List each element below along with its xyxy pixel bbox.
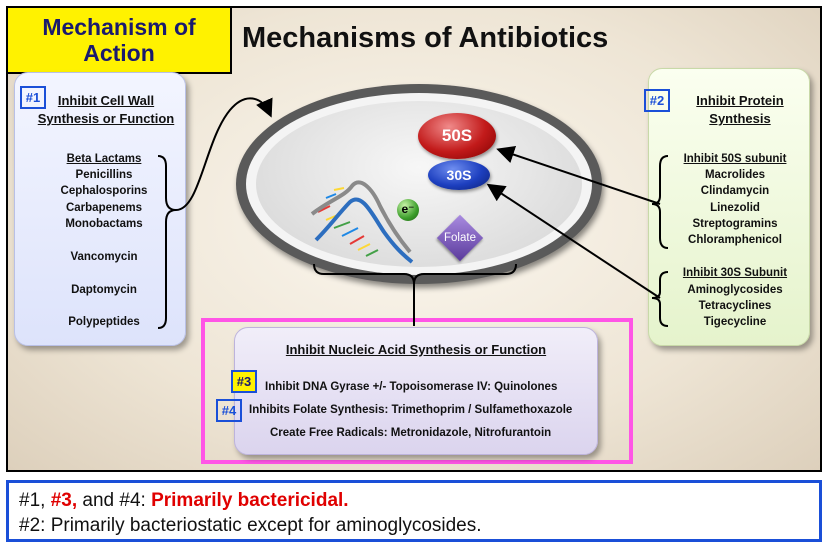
footer-number-3: #3, <box>50 490 78 511</box>
footer-line-1: #1, #3, and #4: Primarily bactericidal. <box>19 488 809 513</box>
nucleic-acid-panel <box>234 327 598 455</box>
beta-lactams-heading: Beta Lactams <box>66 153 142 165</box>
drug-penicillins: Penicillins <box>75 169 133 181</box>
drug-tetracyclines: Tetracyclines <box>698 300 772 312</box>
drug-polypeptides: Polypeptides <box>68 316 140 328</box>
drug-vancomycin: Vancomycin <box>70 251 138 263</box>
free-electron-icon: e⁻ <box>397 199 419 221</box>
nucleic-line-dna-gyrase: Inhibit DNA Gyrase +/- Topoisomerase IV:… <box>265 381 558 393</box>
badge-4: #4 <box>216 399 242 422</box>
inhibit-30s-heading: Inhibit 30S Subunit <box>682 267 788 279</box>
summary-footer: #1, #3, and #4: Primarily bactericidal. … <box>6 480 822 542</box>
protein-synthesis-panel <box>648 68 810 346</box>
badge-2: #2 <box>644 89 670 112</box>
mechanism-of-action-badge: Mechanism of Action <box>6 6 232 74</box>
protein-synthesis-title: Inhibit Protein Synthesis <box>696 93 784 126</box>
bacterial-cell-cytoplasm <box>256 101 582 267</box>
drug-tigecycline: Tigecycline <box>703 316 767 328</box>
drug-cephalosporins: Cephalosporins <box>60 185 148 197</box>
cell-wall-title: Inhibit Cell Wall Synthesis or Function <box>37 93 175 126</box>
nucleic-line-free-radicals: Create Free Radicals: Metronidazole, Nit… <box>270 427 552 439</box>
inhibit-50s-heading: Inhibit 50S subunit <box>683 153 787 165</box>
drug-aminoglycosides: Aminoglycosides <box>687 284 783 296</box>
badge-1: #1 <box>20 86 46 109</box>
drug-chloramphenicol: Chloramphenicol <box>688 234 782 246</box>
cell-wall-panel <box>14 72 186 346</box>
nucleic-acid-title: Inhibit Nucleic Acid Synthesis or Functi… <box>285 342 547 357</box>
badge-3: #3 <box>231 370 257 393</box>
nucleic-line-folate: Inhibits Folate Synthesis: Trimethoprim … <box>249 404 573 416</box>
drug-clindamycin: Clindamycin <box>700 185 770 197</box>
folate-label: Folate <box>444 232 476 244</box>
drug-carbapenems: Carbapenems <box>65 202 143 214</box>
footer-line-2: #2: Primarily bacteriostatic except for … <box>19 515 482 536</box>
footer-line1-a: #1, <box>19 490 51 511</box>
footer-bactericidal: Primarily bactericidal. <box>151 490 349 511</box>
nucleic-acid-highlight-frame <box>201 318 633 464</box>
ribosome-30s: 30S <box>428 160 490 190</box>
folate-diamond: Folate <box>428 216 492 260</box>
ribosome-50s: 50S <box>418 113 496 159</box>
drug-macrolides: Macrolides <box>704 169 766 181</box>
drug-streptogramins: Streptogramins <box>692 218 778 230</box>
drug-daptomycin: Daptomycin <box>71 284 137 296</box>
drug-monobactams: Monobactams <box>65 218 143 230</box>
main-title: Mechanisms of Antibiotics <box>242 22 609 54</box>
footer-line1-b: and #4: <box>77 490 152 511</box>
drug-linezolid: Linezolid <box>710 202 760 214</box>
